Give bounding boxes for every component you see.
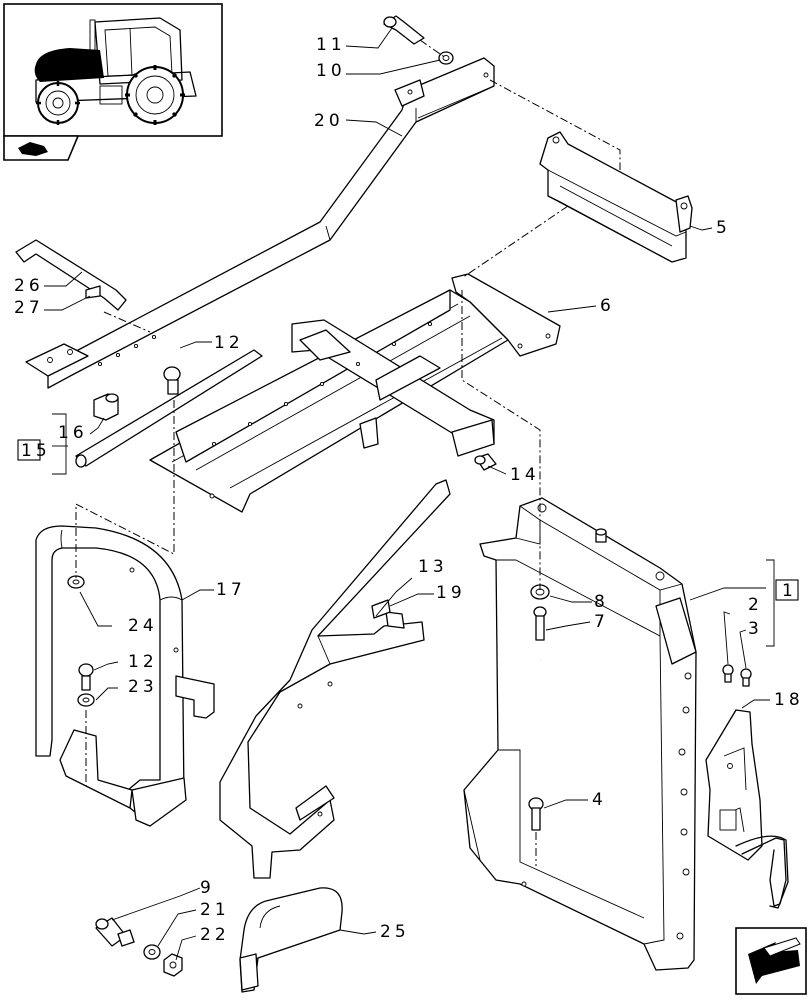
callout-23: 23 [128, 677, 158, 697]
callout-25: 25 [380, 922, 410, 942]
callout-19: 19 [436, 583, 466, 603]
section-marker-icon [3, 135, 80, 161]
callout-10: 10 [316, 61, 346, 81]
callout-12-lower: 12 [128, 652, 158, 672]
callout-17: 17 [216, 580, 246, 600]
callout-5: 5 [716, 218, 731, 238]
bolt-7 [533, 606, 547, 641]
callout-8: 8 [594, 592, 609, 612]
latch-18 [705, 709, 789, 909]
bar-20 [25, 57, 495, 389]
next-page-arrow-icon[interactable] [735, 927, 807, 995]
callout-26: 26 [14, 276, 44, 296]
bolt-9 [95, 917, 135, 947]
callout-7: 7 [594, 612, 609, 632]
arm-13 [219, 479, 451, 879]
callout-20: 20 [314, 111, 344, 131]
bracket-5 [539, 131, 693, 263]
callout-16: 16 [58, 423, 88, 443]
callout-22: 22 [200, 925, 230, 945]
callout-12-upper: 12 [214, 333, 244, 353]
ref-box-15 [17, 439, 41, 461]
guard-17 [35, 525, 215, 827]
bolt-4 [528, 797, 544, 831]
sleeve-16 [93, 393, 119, 421]
connection-lines [75, 39, 621, 866]
nut-22 [163, 953, 183, 977]
callout-13: 13 [418, 557, 448, 577]
callout-6: 6 [600, 296, 615, 316]
washer-24 [67, 575, 85, 589]
callout-18: 18 [774, 690, 804, 710]
washer-23 [77, 693, 95, 707]
screw-27 [85, 285, 101, 299]
frame-6 [149, 273, 561, 513]
screw-12-upper [163, 366, 181, 395]
callout-9: 9 [200, 878, 215, 898]
screws-2-3 [722, 664, 752, 687]
washer-10 [438, 51, 454, 65]
callout-27: 27 [14, 298, 44, 318]
fitting-14 [474, 453, 497, 471]
leader-lines [44, 27, 775, 961]
callout-2: 2 [748, 595, 763, 615]
callout-1: 1 [782, 581, 797, 601]
callout-21: 21 [200, 900, 230, 920]
pin-11 [383, 15, 425, 45]
callout-14: 14 [510, 465, 540, 485]
callout-3: 3 [748, 619, 763, 639]
washer-21 [143, 944, 161, 960]
seal-25 [239, 887, 343, 993]
callout-15: 15 [21, 441, 51, 461]
screw-12-lower [78, 663, 94, 691]
washer-8 [530, 584, 550, 600]
ref-box-1 [775, 579, 799, 601]
callout-24: 24 [128, 616, 158, 636]
callout-4: 4 [592, 790, 607, 810]
callout-11: 11 [316, 35, 346, 55]
frame-1 [463, 497, 697, 971]
rod-15 [75, 349, 263, 468]
tractor-thumbnail-icon [3, 3, 223, 137]
